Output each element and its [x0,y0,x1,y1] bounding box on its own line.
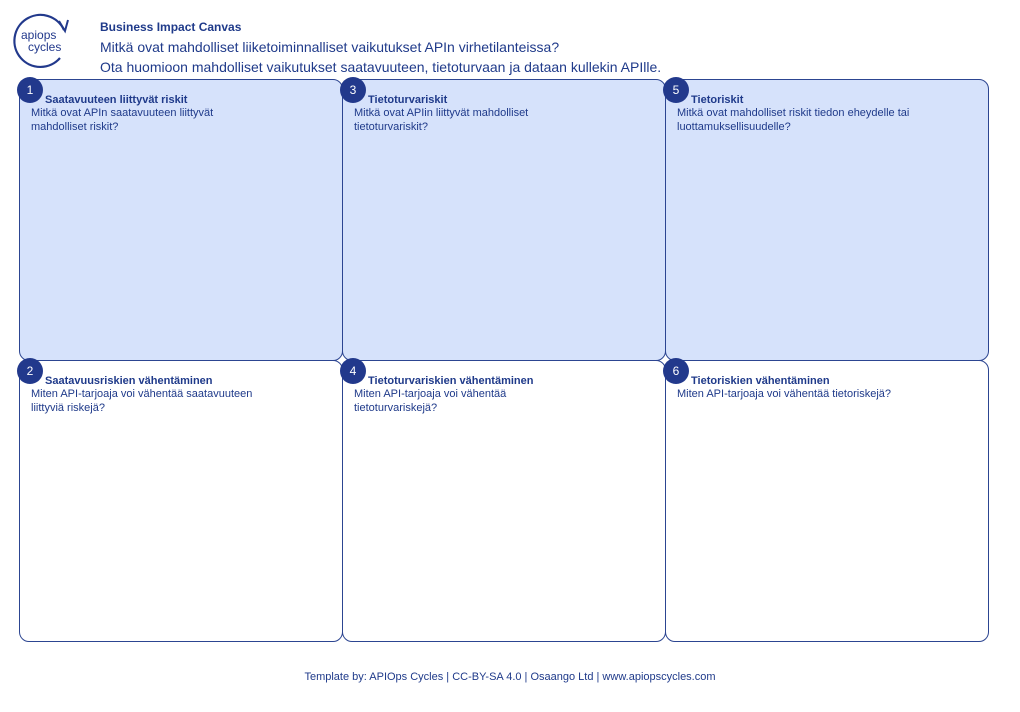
card-description: Mitkä ovat APIin liittyvät mahdolliset t… [354,107,529,133]
card-title: Tietoriskit [691,94,744,106]
section-number-badge: 6 [663,358,689,384]
card-description: Miten API-tarjoaja voi vähentää tietotur… [354,388,507,414]
card-security-risks[interactable] [342,79,666,361]
canvas-subtitle-2: Ota huomioon mahdolliset vaikutukset saa… [100,59,662,75]
card-title: Saatavuusriskien vähentäminen [45,375,213,387]
section-number-badge: 5 [663,77,689,103]
section-number-badge: 3 [340,77,366,103]
logo-cycle-arc [13,13,65,68]
apiops-cycles-logo: apiops cycles [13,13,69,68]
card-availability-risks[interactable] [19,79,343,361]
card-title: Tietoturvariskien vähentäminen [368,375,534,387]
card-title: Saatavuuteen liittyvät riskit [45,94,188,106]
card-description: Miten API-tarjoaja voi vähentää saatavuu… [31,388,253,414]
logo-arrow-head [58,19,69,34]
logo-text-line2: cycles [28,40,61,54]
canvas-title: Business Impact Canvas [100,20,242,34]
card-availability-mitigation[interactable] [19,360,343,642]
card-title: Tietoriskien vähentäminen [691,375,830,387]
card-description: Mitkä ovat APIn saatavuuteen liittyvät m… [31,107,214,133]
canvas-subtitle-1: Mitkä ovat mahdolliset liiketoiminnallis… [100,39,560,55]
footer-credits: Template by: APIOps Cycles | CC-BY-SA 4.… [304,671,716,683]
section-number-badge: 2 [17,358,43,384]
card-title: Tietoturvariskit [368,94,448,106]
logo-text-line1: apiops [21,28,56,42]
card-data-mitigation[interactable] [665,360,989,642]
card-description: Miten API-tarjoaja voi vähentää tietoris… [677,388,892,400]
section-number-badge: 4 [340,358,366,384]
section-number-badge: 1 [17,77,43,103]
canvas-header: Business Impact Canvas Mitkä ovat mahdol… [100,20,661,77]
card-description: Mitkä ovat mahdolliset riskit tiedon ehe… [677,107,910,133]
card-data-risks[interactable] [665,79,989,361]
